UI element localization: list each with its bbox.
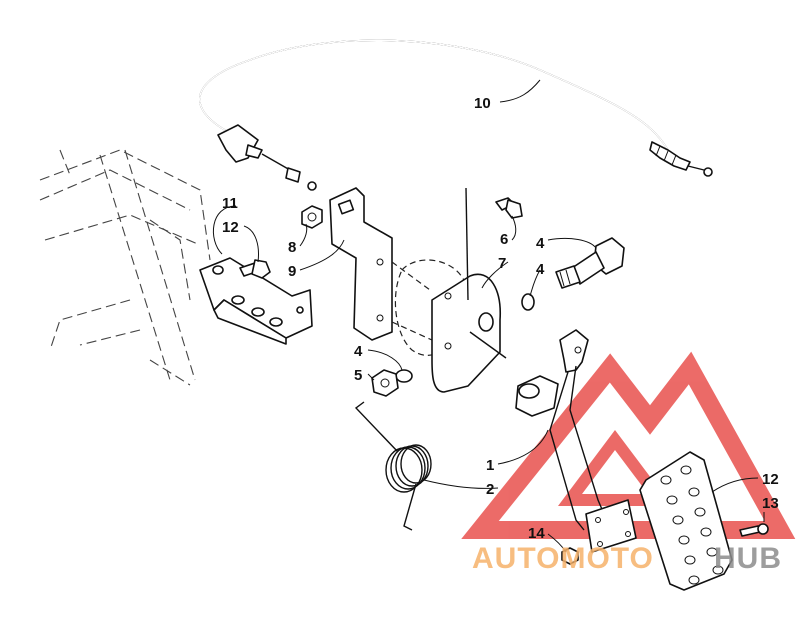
callout-9: 9 bbox=[288, 263, 296, 280]
screw-6 bbox=[495, 197, 523, 219]
callout-2: 2 bbox=[486, 481, 494, 498]
nut-8 bbox=[301, 205, 323, 229]
pivot-bolt-3 bbox=[555, 237, 625, 289]
alignment-line bbox=[391, 321, 433, 341]
callout-8: 8 bbox=[288, 239, 296, 256]
gasket-outline bbox=[394, 259, 469, 356]
callout-6: 6 bbox=[500, 231, 508, 248]
watermark-text-orange: AUTOMOTO bbox=[472, 542, 654, 575]
nut-5 bbox=[371, 369, 399, 397]
callout-5: 5 bbox=[354, 367, 362, 384]
torsion-spring bbox=[354, 401, 432, 531]
callout-1: 1 bbox=[486, 457, 494, 474]
screw-14 bbox=[739, 523, 769, 537]
callout-15: 14 bbox=[528, 525, 545, 542]
watermark-logo bbox=[461, 351, 796, 539]
callout-14: 13 bbox=[762, 495, 779, 512]
throttle-cable bbox=[198, 39, 713, 191]
leader-lines bbox=[213, 79, 765, 553]
center-bracket bbox=[329, 187, 393, 341]
watermark-text: AUTOMOTO HUB bbox=[472, 542, 782, 575]
washer-4-lower bbox=[395, 369, 413, 383]
callout-labels: 10 11 12 8 9 6 4 7 4 4 5 1 2 12 13 14 bbox=[222, 95, 779, 542]
washer-4-upper bbox=[521, 293, 535, 311]
callout-4-lower: 4 bbox=[354, 343, 363, 360]
pivot-plate bbox=[431, 187, 507, 393]
left-bracket bbox=[199, 257, 313, 345]
callout-4-upper: 4 bbox=[536, 261, 545, 278]
foot-pad bbox=[639, 451, 733, 591]
callout-13: 12 bbox=[762, 471, 779, 488]
callout-7: 7 bbox=[498, 255, 506, 272]
callout-10: 10 bbox=[474, 95, 491, 112]
bolt-12 bbox=[239, 259, 271, 279]
pedal-arm bbox=[515, 329, 637, 553]
callout-12: 12 bbox=[222, 219, 239, 236]
alignment-line bbox=[391, 261, 431, 291]
watermark-text-gray: HUB bbox=[714, 542, 782, 575]
frame-ghost bbox=[39, 149, 211, 386]
callout-3: 4 bbox=[536, 235, 545, 252]
callout-11: 11 bbox=[222, 195, 238, 212]
